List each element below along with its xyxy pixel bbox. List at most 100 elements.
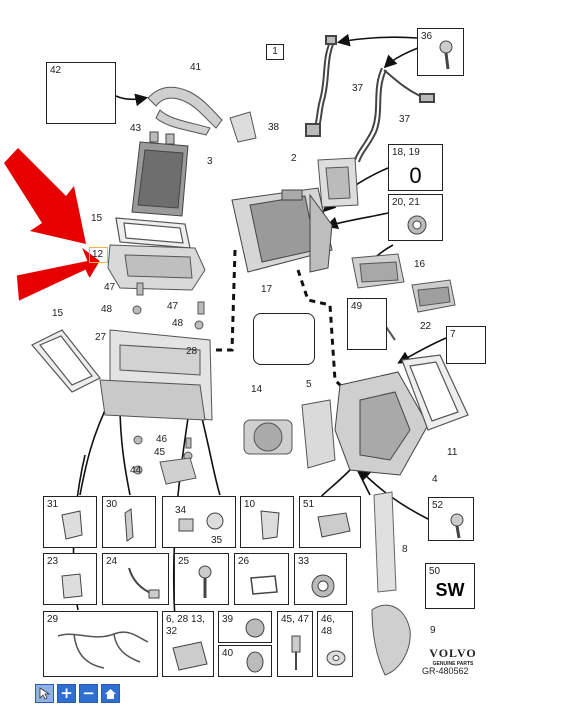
callout-16: 16 [414, 259, 426, 270]
box-7[interactable]: 7 [446, 326, 486, 364]
box-25-label: 25 [178, 556, 190, 567]
callout-46: 46 [156, 434, 168, 445]
gasket-15-upper [115, 217, 191, 249]
box-24-label: 24 [106, 556, 118, 567]
box-26[interactable]: 26 [234, 553, 289, 605]
callout-1-frame: 1 [266, 44, 284, 60]
box-10-label: 10 [244, 499, 256, 510]
clip-icon [61, 510, 83, 540]
box-20-21-label: 20, 21 [392, 197, 420, 208]
callout-22: 22 [420, 321, 432, 332]
box-39-label: 39 [222, 614, 234, 625]
callout-27: 27 [95, 332, 107, 343]
callout-1: 1 [272, 46, 278, 57]
box-10[interactable]: 10 [240, 496, 294, 548]
box-36[interactable]: 36 [417, 28, 464, 76]
stud-icon [291, 635, 301, 670]
callout-14: 14 [251, 384, 263, 395]
callout-2: 2 [291, 153, 297, 164]
callout-43: 43 [130, 123, 142, 134]
housing-27 [99, 329, 213, 421]
highlight-12[interactable] [89, 247, 108, 263]
callout-41: 41 [190, 62, 202, 73]
callout-47-right: 47 [167, 301, 179, 312]
part-2-frame [317, 157, 359, 208]
callout-15-upper: 15 [91, 213, 103, 224]
box-24[interactable]: 24 [102, 553, 169, 605]
callout-11: 11 [447, 447, 458, 458]
damper-icon [311, 574, 335, 598]
callout-4: 4 [432, 474, 438, 485]
box-40-label: 40 [222, 648, 234, 659]
box-30[interactable]: 30 [102, 496, 156, 548]
zoom-in-button[interactable]: + [57, 684, 76, 703]
callout-37-left: 37 [352, 83, 364, 94]
box-35-label: 35 [211, 535, 223, 546]
hose-41 [147, 86, 223, 136]
zoom-out-button[interactable]: − [79, 684, 98, 703]
screw-icon [439, 40, 453, 70]
box-29[interactable]: 29 [43, 611, 158, 677]
blower-14 [243, 419, 293, 455]
box-18-19[interactable]: 18, 19 0 [388, 144, 443, 191]
box-50[interactable]: 50 SW [425, 563, 475, 609]
logo-sub: GENUINE PARTS [432, 661, 474, 667]
callout-45: 45 [154, 447, 166, 458]
box-33[interactable]: 33 [294, 553, 347, 605]
box-52-label: 52 [432, 500, 444, 511]
box-31-label: 31 [47, 499, 59, 510]
red-arrow-upper [4, 148, 86, 244]
box-49[interactable]: 49 [347, 298, 387, 350]
box-46-48[interactable]: 46, 48 [317, 611, 353, 677]
box-36-label: 36 [421, 31, 433, 42]
cursor-icon[interactable] [35, 684, 54, 703]
flap-9 [371, 604, 411, 676]
box-6-28-13-32[interactable]: 6, 28 13, 32 [162, 611, 214, 677]
callout-9: 9 [430, 625, 436, 636]
actuator-icon [172, 641, 208, 671]
box-45-47[interactable]: 45, 47 [277, 611, 313, 677]
box-29-label: 29 [47, 614, 59, 625]
module-16 [351, 253, 405, 289]
box-33-label: 33 [298, 556, 310, 567]
box-40[interactable]: 40 [218, 645, 272, 677]
box-34-label: 34 [175, 505, 187, 516]
connector-icon [260, 510, 280, 540]
box-46-48-label: 46, [321, 614, 335, 625]
part-12-housing [107, 244, 206, 291]
callout-5: 5 [306, 379, 312, 390]
diagram-ref: GR-480562 [422, 666, 469, 676]
clip-icon-26 [250, 575, 278, 595]
box-23[interactable]: 23 [43, 553, 97, 605]
dashed-leaders [215, 249, 347, 392]
callout-38: 38 [268, 122, 280, 133]
zoom-toolbar: + − [35, 684, 120, 703]
home-icon[interactable] [101, 684, 120, 703]
box-39[interactable]: 39 [218, 611, 272, 643]
box-50-value: SW [435, 580, 465, 600]
screw-icon-25 [198, 565, 212, 598]
box-20-21[interactable]: 20, 21 [388, 194, 443, 241]
module-icon [317, 512, 351, 538]
box-49-label: 49 [351, 301, 363, 312]
box-53-54[interactable] [253, 313, 315, 365]
box-34-35[interactable]: 34 35 [162, 496, 236, 548]
bracket-icon [61, 573, 83, 599]
volvo-logo: VOLVO GENUINE PARTS [418, 646, 488, 667]
box-25[interactable]: 25 [174, 553, 229, 605]
duct-11 [401, 354, 469, 431]
heater-core-3 [131, 131, 189, 217]
callout-47-left: 47 [104, 282, 116, 293]
callout-48-right: 48 [172, 318, 184, 329]
box-42[interactable]: 42 [46, 62, 116, 124]
box-31[interactable]: 31 [43, 496, 97, 548]
module-22 [411, 279, 456, 313]
callout-44: 44 [130, 465, 142, 476]
box-23-label: 23 [47, 556, 59, 567]
box-45-47-label: 45, 47 [281, 614, 309, 625]
box-30-label: 30 [106, 499, 118, 510]
box-52[interactable]: 52 [428, 497, 474, 541]
box-51[interactable]: 51 [299, 496, 361, 548]
callout-12[interactable]: 12 [92, 249, 104, 260]
box-7-label: 7 [450, 329, 456, 340]
